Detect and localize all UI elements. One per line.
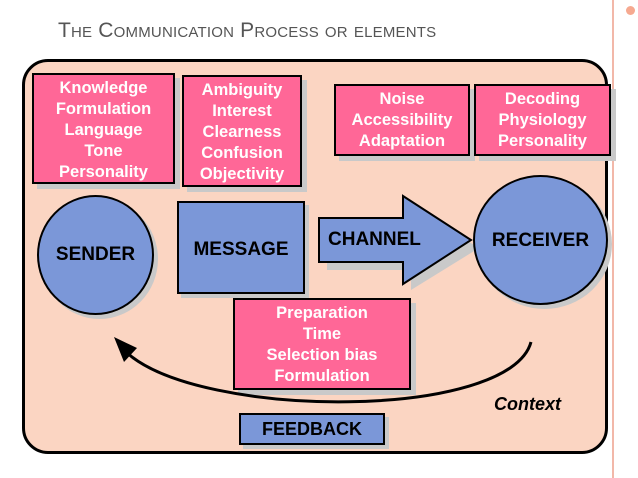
factor-text: Language <box>64 121 143 139</box>
receiver-label: RECEIVER <box>491 230 590 251</box>
sender-circle: SENDER <box>37 195 154 315</box>
message-box: MESSAGE <box>177 201 305 294</box>
factor-text: Personality <box>498 132 587 150</box>
channel-label: CHANNEL <box>328 229 421 250</box>
factor-text: Selection bias <box>266 346 378 364</box>
sender-label: SENDER <box>55 244 136 265</box>
receiver-factors-box: Decoding Physiology Personality <box>474 84 611 156</box>
slide-title: The Communication Process or elements <box>58 19 437 42</box>
decorative-dot-top <box>626 6 635 15</box>
factor-text: Adaptation <box>358 132 446 150</box>
factor-text: Objectivity <box>199 165 285 183</box>
factor-text: Time <box>302 325 342 343</box>
message-factors-box: Ambiguity Interest Clearness Confusion O… <box>182 75 302 187</box>
factor-text: Decoding <box>504 90 581 108</box>
factor-text: Clearness <box>202 123 282 141</box>
feedback-factors-box: Preparation Time Selection bias Formulat… <box>233 298 411 390</box>
context-label: Context <box>494 394 561 414</box>
message-label: MESSAGE <box>193 239 289 260</box>
factor-text: Accessibility <box>351 111 453 129</box>
channel-arrow-shape <box>318 194 473 286</box>
factor-text: Physiology <box>498 111 587 129</box>
factor-text: Knowledge <box>59 79 148 97</box>
feedback-label: FEEDBACK <box>261 418 362 439</box>
feedback-arrowhead <box>114 337 137 362</box>
factor-text: Ambiguity <box>201 81 283 99</box>
sender-factors-box: Knowledge Formulation Language Tone Pers… <box>32 73 175 184</box>
factor-text: Interest <box>212 102 272 120</box>
factor-text: Personality <box>59 163 148 181</box>
factor-text: Tone <box>84 142 123 160</box>
factor-text: Confusion <box>201 144 283 162</box>
factor-text: Formulation <box>55 100 152 118</box>
feedback-return-arrow <box>124 341 533 404</box>
channel-factors-box: Noise Accessibility Adaptation <box>334 84 470 156</box>
factor-text: Noise <box>379 90 425 108</box>
factor-text: Formulation <box>274 367 370 385</box>
right-edge-rule <box>612 0 614 478</box>
feedback-box: FEEDBACK <box>239 413 385 445</box>
factor-text: Preparation <box>276 304 368 322</box>
receiver-circle: RECEIVER <box>473 175 608 305</box>
